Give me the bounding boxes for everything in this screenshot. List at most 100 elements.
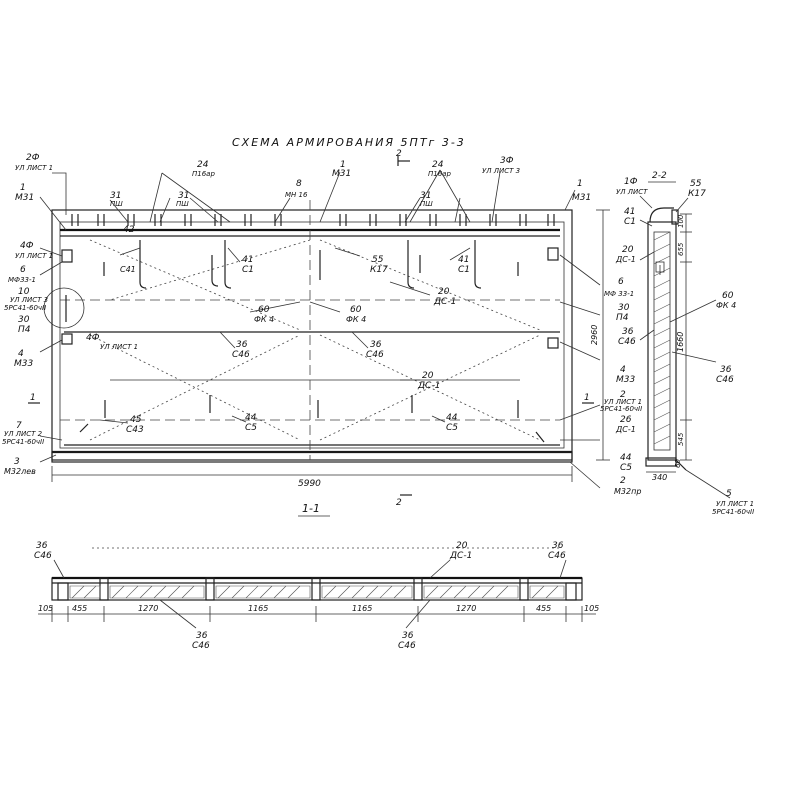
annotation: С46 bbox=[716, 375, 734, 385]
annotation: 1 bbox=[20, 183, 26, 193]
annotation: 5РС41-60чII bbox=[4, 304, 46, 312]
annotation: УЛ ЛИСТ 2 bbox=[4, 430, 43, 438]
annotation: УЛ ЛИСТ 1 bbox=[604, 398, 642, 406]
annotation: 1 bbox=[340, 160, 346, 170]
annotation: 60 bbox=[350, 305, 362, 315]
section-label-2-2: 2-2 bbox=[652, 171, 667, 181]
section-arrow-2-top: 2 bbox=[396, 149, 402, 159]
dim: 105 bbox=[584, 604, 599, 613]
annotation: П4 bbox=[18, 325, 31, 335]
annotation: 10 bbox=[18, 287, 30, 297]
annotation: 6 bbox=[20, 265, 26, 275]
dim: 455 bbox=[536, 604, 551, 613]
annotation: 30 bbox=[18, 315, 30, 325]
annotation: 36 bbox=[370, 340, 382, 350]
dim: 105 bbox=[38, 604, 53, 613]
annotation: 20 bbox=[622, 245, 634, 255]
dim: 1270 bbox=[138, 604, 158, 613]
annotation: С1 bbox=[624, 217, 636, 227]
annotation: 31 bbox=[110, 191, 121, 201]
section-arrow-1-right: 1 bbox=[584, 393, 590, 403]
annotation: К17 bbox=[370, 265, 388, 275]
annotation: С46 bbox=[34, 551, 52, 561]
annotation: 60 bbox=[258, 305, 270, 315]
annotation: 4Ф bbox=[20, 241, 34, 251]
dim: 60 bbox=[674, 459, 682, 468]
annotation: 6 bbox=[618, 277, 624, 287]
annotation: 20 bbox=[438, 287, 450, 297]
dim-height: 2960 bbox=[590, 325, 599, 345]
main-elevation: 5990 2960 2 2 1 1 bbox=[2, 149, 642, 508]
annotation: 41 bbox=[242, 255, 253, 265]
annotation: М32лев bbox=[4, 467, 36, 476]
annotation: 60 bbox=[722, 291, 734, 301]
annotation: УЛ ЛИСТ 1 bbox=[15, 252, 53, 260]
annotation: ПШ bbox=[420, 200, 433, 208]
annotation: П16ар bbox=[192, 170, 215, 178]
section-arrow-2-bottom: 2 bbox=[396, 498, 402, 508]
annotation: С41 bbox=[120, 265, 136, 274]
annotation: С5 bbox=[620, 463, 632, 473]
annotation: 24 bbox=[197, 160, 209, 170]
section-annotations: 36 С46 20 ДС-1 36 С46 36 С46 36 С46 bbox=[34, 541, 566, 651]
annotation: ДС-1 bbox=[433, 297, 456, 307]
annotation: К17 bbox=[688, 189, 706, 199]
annotation: 44 bbox=[620, 453, 632, 463]
annotation: ДС-1 bbox=[449, 551, 472, 561]
dim: 655 bbox=[677, 242, 685, 256]
annotation: П4 bbox=[616, 313, 629, 323]
dim: 545 bbox=[677, 432, 685, 446]
annotation: ПШ bbox=[176, 200, 189, 208]
annotation: 1Ф bbox=[624, 177, 638, 187]
annotation: С46 bbox=[548, 551, 566, 561]
annotation: 5 bbox=[726, 489, 732, 499]
annotation: 36 bbox=[236, 340, 248, 350]
dim: 1165 bbox=[352, 604, 372, 613]
annotation: ДС-1 bbox=[615, 425, 636, 434]
annotation: С1 bbox=[458, 265, 470, 275]
annotation: 55 bbox=[690, 179, 702, 189]
annotation: 20 bbox=[456, 541, 468, 551]
annotation: 3Ф bbox=[500, 156, 514, 166]
annotation: 36 bbox=[36, 541, 48, 551]
annotation: 7 bbox=[16, 421, 22, 431]
dim-width: 5990 bbox=[298, 479, 321, 489]
annotation: 44 bbox=[446, 413, 458, 423]
annotation: 5РС41-60чII bbox=[600, 405, 642, 413]
annotation: С5 bbox=[245, 423, 257, 433]
annotation: М33 bbox=[14, 359, 33, 369]
annotation: 20 bbox=[422, 371, 434, 381]
annotation: С1 bbox=[242, 265, 254, 275]
annotation: УЛ ЛИСТ 1 bbox=[100, 343, 138, 351]
dim: 1660 bbox=[676, 332, 685, 352]
annotation: ДС-1 bbox=[417, 381, 440, 391]
dim: 455 bbox=[72, 604, 87, 613]
section-arrow-1-left: 1 bbox=[30, 393, 36, 403]
dim: 340 bbox=[652, 473, 667, 482]
annotation: 1 bbox=[577, 179, 583, 189]
annotation: 31 bbox=[178, 191, 189, 201]
annotation: 30 bbox=[618, 303, 630, 313]
annotation: П16ар bbox=[428, 170, 451, 178]
annotation: 4Ф bbox=[86, 333, 100, 343]
annotation: М31 bbox=[332, 169, 351, 179]
annotation: 36 bbox=[720, 365, 732, 375]
annotation: М33 bbox=[616, 375, 635, 385]
section-2-2: 2-2 bbox=[615, 171, 754, 516]
annotation: МФ33-1 bbox=[8, 276, 36, 284]
annotation: 24 bbox=[432, 160, 444, 170]
annotation: 44 bbox=[245, 413, 257, 423]
annotation: М31 bbox=[572, 193, 591, 203]
annotation: 42 bbox=[123, 225, 135, 235]
annotation: 4 bbox=[18, 349, 24, 359]
annotation: УЛ ЛИСТ 1 bbox=[15, 164, 53, 172]
annotation: С43 bbox=[126, 425, 144, 435]
annotation: 36 bbox=[552, 541, 564, 551]
annotation: 5РС41-60чII bbox=[2, 438, 44, 446]
annotation: 36 bbox=[622, 327, 634, 337]
annotation: 36 bbox=[402, 631, 414, 641]
drawing-title: СХЕМА АРМИРОВАНИЯ 5ПТг 3-3 bbox=[232, 136, 466, 149]
side-annotations: 1Ф УЛ ЛИСТ 55 К17 41 С1 20 ДС-1 60 ФК 4 … bbox=[615, 177, 754, 516]
annotation: 41 bbox=[624, 207, 635, 217]
